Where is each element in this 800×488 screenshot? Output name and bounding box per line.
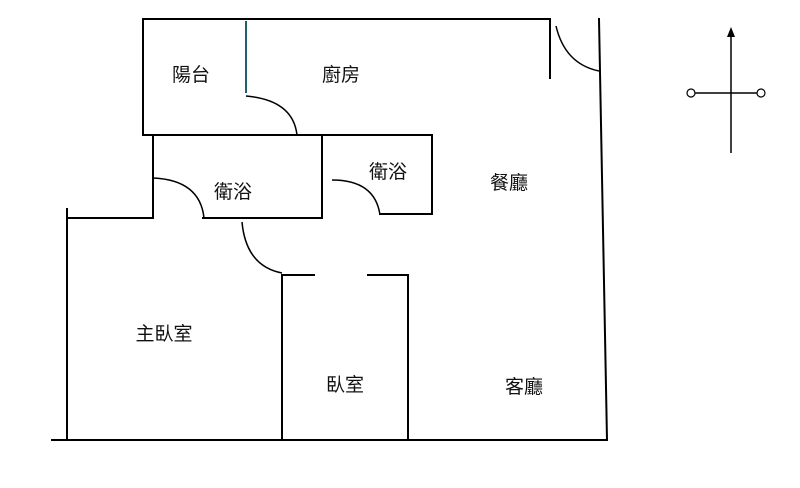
bath-main-door-icon [152,177,205,219]
outer-walls [51,17,609,442]
north-arrow-icon [686,27,766,153]
bedroom-walls [281,274,409,441]
balcony-block [142,18,433,136]
label-master-bedroom: 主臥室 [135,323,192,345]
label-balcony: 陽台 [172,64,210,86]
bathroom-walls [66,134,433,219]
label-dining-room: 餐廳 [490,172,528,194]
compass-right-dot [756,88,766,98]
right-wall [597,17,609,442]
label-bathroom-main: 衛浴 [214,181,252,203]
label-bedroom: 臥室 [326,374,364,396]
label-bathroom-second: 衛浴 [369,161,407,183]
bath-second-door-icon [331,179,381,216]
compass-left-dot [686,88,696,98]
doors [152,25,600,274]
label-kitchen: 廚房 [322,63,360,86]
master-bedroom-door-icon [241,221,283,274]
kitchen-door-icon [555,25,600,72]
balcony-door-icon [245,95,298,136]
room-labels: 陽台 廚房 衛浴 衛浴 餐廳 主臥室 臥室 客廳 [135,63,543,398]
compass-arrowhead [727,27,735,37]
label-living-room: 客廳 [505,376,543,398]
